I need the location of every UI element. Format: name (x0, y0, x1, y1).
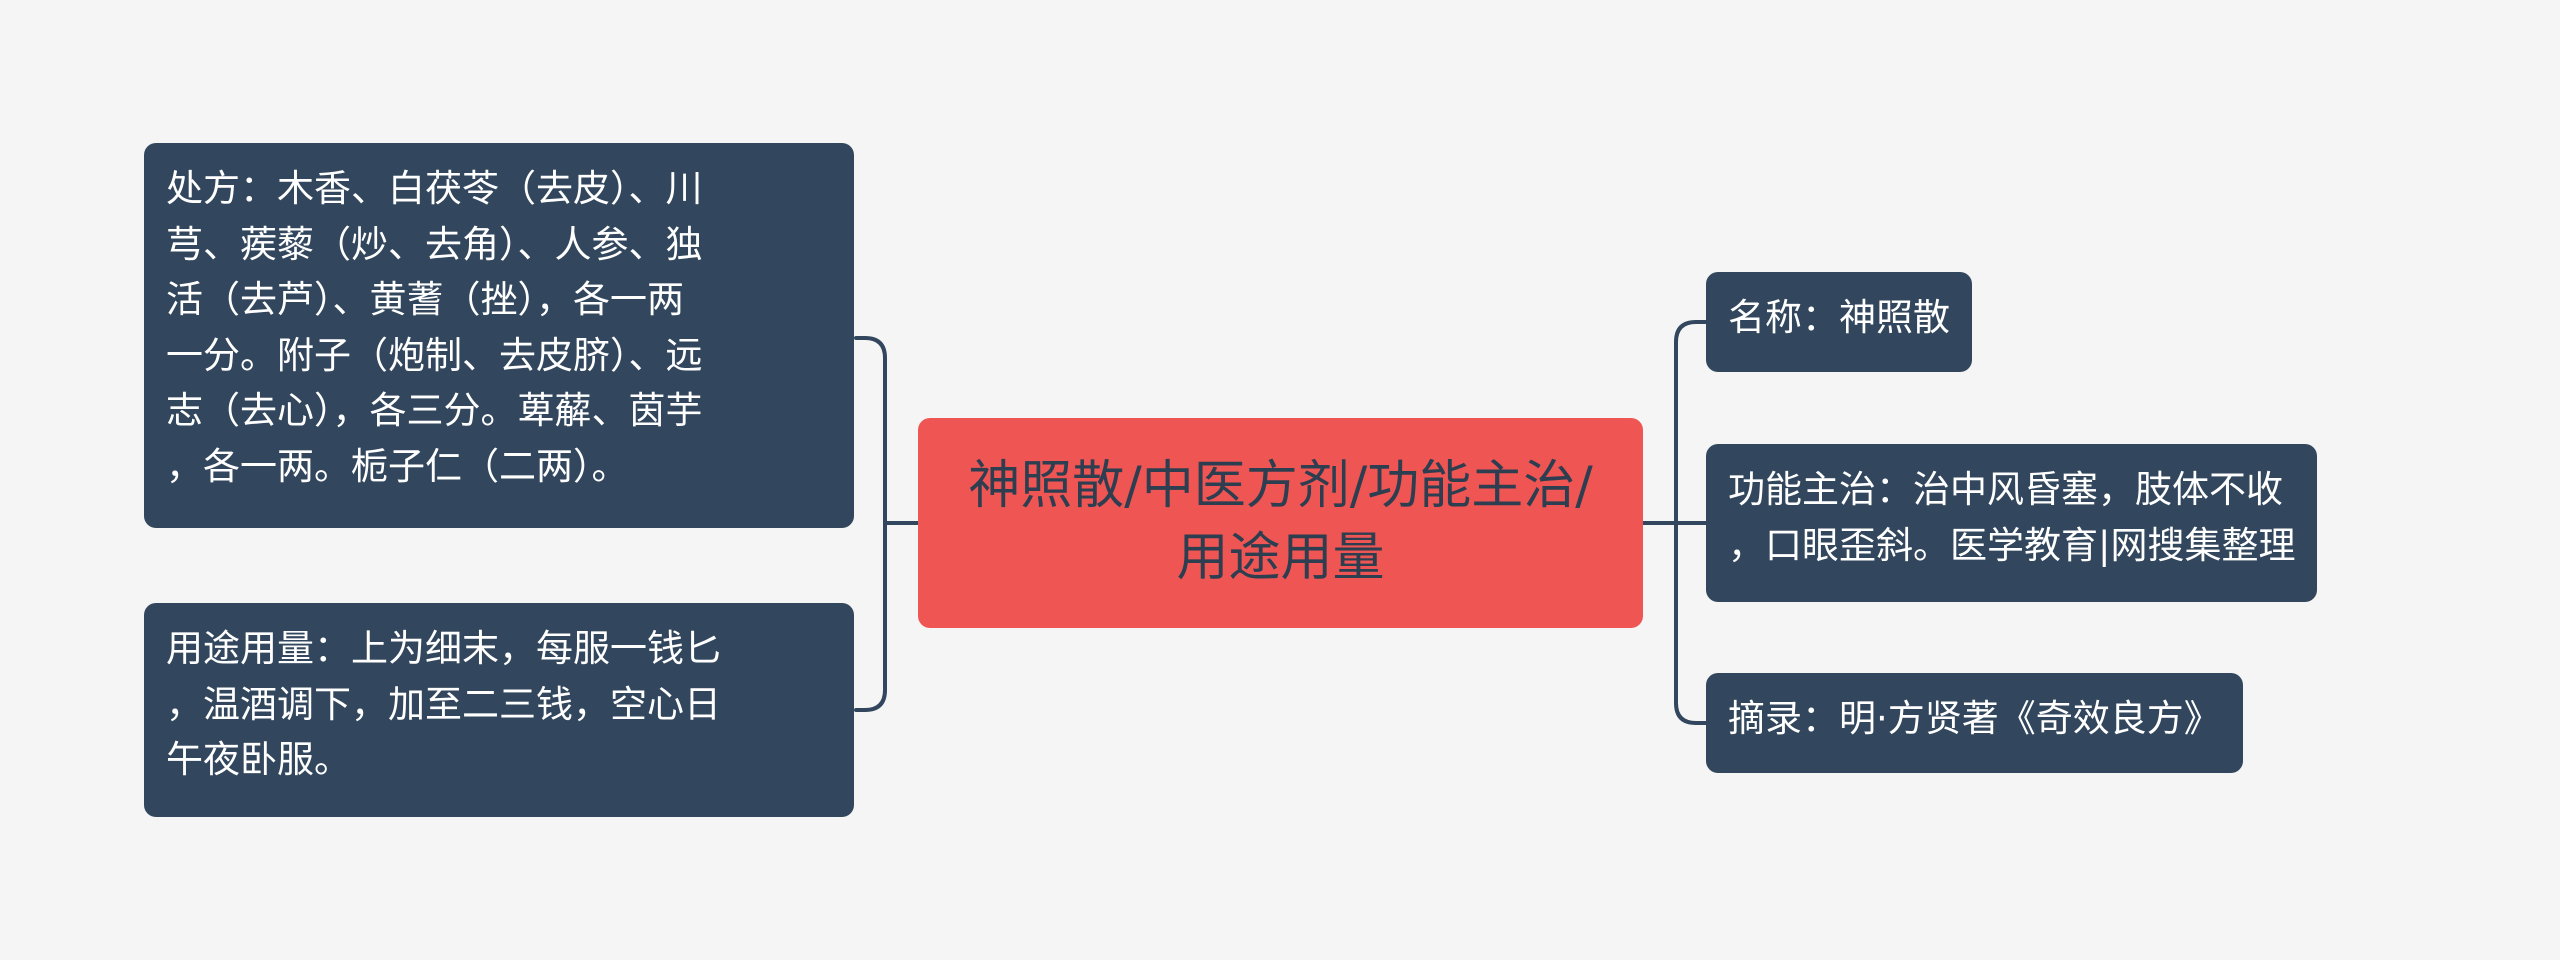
indications-line-1: 功能主治：治中风昏塞，肢体不收 (1728, 468, 2283, 511)
prescription-line-5: 志（去心），各三分。萆薢、茵芋 (166, 389, 703, 432)
usage-dosage-node[interactable]: 用途用量：上为细末，每服一钱匕 ，温酒调下，加至二三钱，空心日 午夜卧服。 (144, 603, 854, 817)
connector-right-1 (1674, 320, 1708, 525)
indications-line-2: ，口眼歪斜。医学教育|网搜集整理 (1728, 523, 2296, 567)
connector-left-1 (854, 336, 887, 525)
name-text: 名称：神照散 (1728, 296, 1950, 339)
connector-right-3 (1674, 521, 1708, 725)
source-text: 摘录：明·方贤著《奇效良方》 (1728, 697, 2221, 740)
indications-node[interactable]: 功能主治：治中风昏塞，肢体不收 ，口眼歪斜。医学教育|网搜集整理 (1706, 444, 2318, 602)
connector-left-2 (854, 521, 887, 712)
usage-dosage-line-3: 午夜卧服。 (166, 738, 351, 781)
prescription-line-2: 芎、蒺藜（炒、去角）、人参、独 (166, 222, 703, 266)
prescription-line-4: 一分。附子（炮制、去皮脐）、远 (166, 333, 703, 377)
usage-dosage-line-2: ，温酒调下，加至二三钱，空心日 (166, 682, 721, 726)
prescription-node[interactable]: 处方：木香、白茯苓（去皮）、川 芎、蒺藜（炒、去角）、人参、独 活（去芦）、黄蓍… (144, 143, 854, 528)
name-node[interactable]: 名称：神照散 (1706, 272, 1972, 372)
prescription-line-1: 处方：木香、白茯苓（去皮）、川 (166, 167, 703, 210)
source-node[interactable]: 摘录：明·方贤著《奇效良方》 (1706, 673, 2243, 773)
central-topic-text: 神照散/中医方剂/功能主治/用途用量 (968, 456, 1593, 588)
prescription-line-6: ，各一两。栀子仁（二两）。 (166, 444, 629, 488)
prescription-line-3: 活（去芦）、黄蓍（挫），各一两 (166, 278, 684, 321)
usage-dosage-line-1: 用途用量：上为细末，每服一钱匕 (166, 627, 721, 670)
central-topic-node[interactable]: 神照散/中医方剂/功能主治/用途用量 (918, 418, 1643, 628)
